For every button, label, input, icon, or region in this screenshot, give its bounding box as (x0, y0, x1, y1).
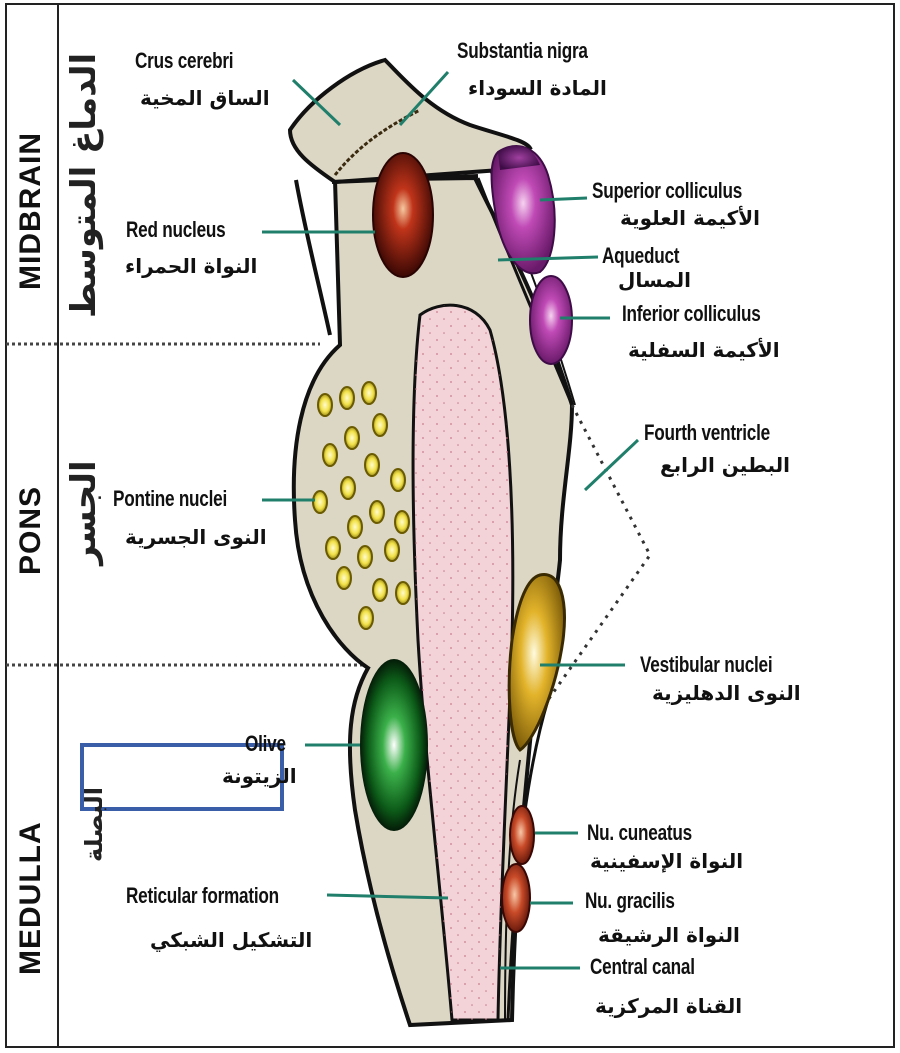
olive-shape (360, 659, 428, 831)
label-substantia-nigra: Substantia nigra (457, 40, 588, 62)
label-inferior-colliculus: Inferior colliculus (622, 303, 761, 325)
label-vestibular-nuclei-ar: النوى الدهليزية (652, 683, 801, 703)
label-superior-colliculus: Superior colliculus (592, 180, 742, 202)
label-nu-cuneatus: Nu. cuneatus (587, 822, 692, 844)
label-central-canal: Central canal (590, 956, 695, 978)
label-central-canal-ar: القناة المركزية (595, 996, 742, 1016)
label-crus-cerebri: Crus cerebri (135, 50, 233, 72)
label-red-nucleus-ar: النواة الحمراء (125, 256, 257, 276)
label-fourth-ventricle-ar: البطين الرابع (660, 455, 790, 475)
label-inferior-colliculus-ar: الأكيمة السفلية (628, 340, 780, 360)
region-midbrain: MIDBRAIN (14, 132, 48, 290)
label-pontine-nuclei: Pontine nuclei (113, 488, 227, 510)
region-medulla-ar: البصلة (80, 787, 108, 862)
nu-gracilis-shape (502, 864, 530, 932)
label-red-nucleus: Red nucleus (126, 219, 225, 241)
label-aqueduct: Aqueduct (602, 245, 679, 267)
region-medulla: MEDULLA (14, 821, 48, 975)
label-substantia-nigra-ar: المادة السوداء (468, 78, 607, 98)
label-reticular-formation: Reticular formation (126, 885, 279, 907)
inferior-colliculus-shape (530, 276, 572, 364)
label-superior-colliculus-ar: الأكيمة العلوية (620, 208, 760, 228)
label-fourth-ventricle: Fourth ventricle (644, 422, 770, 444)
label-reticular-formation-ar: التشكيل الشبكي (150, 930, 312, 950)
label-aqueduct-ar: المسال (618, 270, 691, 290)
label-nu-gracilis: Nu. gracilis (585, 890, 675, 912)
region-pons: PONS (14, 486, 48, 575)
label-vestibular-nuclei: Vestibular nuclei (640, 654, 772, 676)
label-nu-gracilis-ar: النواة الرشيقة (598, 925, 740, 945)
nu-cuneatus-shape (510, 806, 534, 864)
label-olive: Olive (245, 733, 286, 755)
label-pontine-nuclei-ar: النوى الجسرية (125, 527, 267, 547)
label-olive-ar: الزيتونة (222, 766, 297, 786)
region-midbrain-ar: الدماغ المتوسط (64, 53, 104, 318)
region-pons-ar: الجسر (64, 460, 104, 565)
label-crus-cerebri-ar: الساق المخية (140, 88, 270, 108)
red-nucleus-shape (373, 153, 433, 277)
label-nu-cuneatus-ar: النواة الإسفينية (590, 851, 743, 871)
